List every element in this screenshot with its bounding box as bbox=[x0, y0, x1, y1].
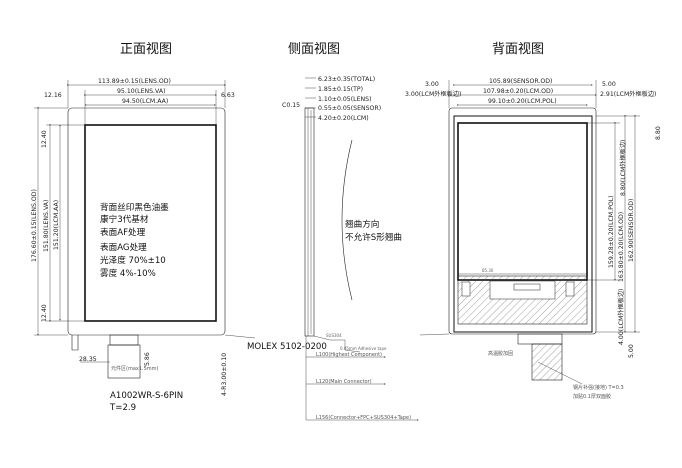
back-bottom-1: 4.00(LCM外框板边) bbox=[617, 289, 625, 345]
front-fpc-neck bbox=[109, 334, 139, 346]
dim-v-lens-od: 176.60±0.15(LENS.OD) bbox=[31, 189, 38, 262]
dim-fpc-height: 5.86 bbox=[144, 352, 151, 366]
side-sensor: 0.55±0.05(SENSOR) bbox=[318, 105, 381, 112]
stiffener-label-2: 加贴0.1厚双面胶 bbox=[573, 393, 611, 400]
side-tp: 1.85±0.15(TP) bbox=[318, 86, 363, 93]
dim-bottom-margin: 12.40 bbox=[41, 304, 48, 322]
back-stiffener bbox=[531, 343, 563, 381]
side-body bbox=[304, 107, 315, 337]
side-view: 6.23±0.35(TOTAL) 1.85±0.15(TP) 1.10±0.05… bbox=[282, 76, 419, 421]
dim-corner-radius: 4-R3.00±0.10 bbox=[221, 353, 228, 396]
front-view: 113.89±0.15(LENS.OD) 95.10(LENS.VA) 94.5… bbox=[31, 78, 327, 413]
hot-glue-label: 高温胶加固 bbox=[488, 350, 513, 357]
front-note-3: 表面AF处理 bbox=[100, 226, 146, 238]
front-note-6: 雾度 4%-10% bbox=[100, 267, 156, 279]
back-fpc-neck bbox=[517, 333, 563, 345]
part-number: A1002WR-S-6PIN bbox=[110, 391, 183, 401]
dim-top-margin: 12.40 bbox=[41, 130, 48, 148]
dim-l120: L120(Main Connector) bbox=[316, 379, 372, 385]
component-area-label: 元件区(max1.5mm) bbox=[111, 365, 159, 372]
back-polarizer bbox=[457, 122, 588, 281]
back-top-2: 8.80(LCM外框板边) bbox=[619, 140, 627, 196]
side-lens: 1.10±0.05(LENS) bbox=[318, 96, 371, 103]
dim-fpc-offset: 28.35 bbox=[79, 356, 97, 363]
dim-v-lens-va: 151.80(LENS.VA) bbox=[43, 200, 50, 252]
dim-right-offset: 6.63 bbox=[221, 92, 235, 99]
front-note-1: 背面丝印黑色油墨 bbox=[100, 201, 169, 213]
dim-left-offset: 12.16 bbox=[44, 92, 62, 99]
back-view-title: 背面视图 bbox=[492, 42, 544, 57]
stiffener-label-1: 钢片补强(接地) T=0.3 bbox=[573, 384, 624, 391]
dim-lcm-aa: 94.50(LCM.AA) bbox=[122, 98, 168, 105]
back-lcm-od: 107.98±0.20(LCM.OD) bbox=[483, 88, 553, 95]
back-right-off-1: 5.00 bbox=[602, 81, 616, 88]
dim-l100: L100(Highest Component) bbox=[316, 352, 382, 358]
front-note-5: 光泽度 70%±10 bbox=[100, 254, 166, 266]
front-fpc-board bbox=[107, 344, 141, 379]
adhesive-label: 0.05mm Adhesive tape bbox=[340, 346, 387, 351]
bend-note-1: 翘曲方向 bbox=[345, 218, 379, 230]
back-v-pol: 159.28±0.20(LCM.POL) bbox=[608, 195, 615, 268]
side-chamfer: C0.15 bbox=[282, 102, 300, 109]
side-lcm: 4.20±0.20(LCM) bbox=[318, 115, 369, 122]
back-lcm-pol: 99.10±0.20(LCM.POL) bbox=[488, 98, 557, 105]
hatch-dim: 85.30 bbox=[482, 268, 494, 273]
connector-label: MOLEX 5102-0200 bbox=[247, 342, 327, 352]
dim-lens-va: 95.10(LENS.VA) bbox=[117, 88, 166, 95]
back-view: 85.30 高温胶加固 钢片补强(接地) T=0.3 加贴0.1厚双面胶 105… bbox=[405, 78, 662, 400]
side-view-title: 侧面视图 bbox=[288, 42, 340, 57]
front-note-4: 表面AG处理 bbox=[100, 241, 147, 253]
front-lens-outline bbox=[67, 107, 226, 336]
back-top-1: 8.80 bbox=[655, 126, 662, 140]
back-lcm-frame bbox=[453, 115, 593, 333]
dim-l156: L156(Connector+FPC+SUS304+Tape) bbox=[316, 415, 411, 421]
dim-lens-od: 113.89±0.15(LENS.OD) bbox=[98, 78, 171, 85]
front-note-2: 康宁3代基材 bbox=[100, 213, 149, 225]
back-right-off-2: 2.91(LCM外框板边) bbox=[600, 90, 656, 98]
dim-v-lcm-aa: 151.20(LCM.AA) bbox=[53, 200, 60, 250]
side-total: 6.23±0.35(TOTAL) bbox=[318, 76, 375, 83]
sus-label: SUS304 bbox=[326, 333, 342, 338]
bend-direction-curve bbox=[341, 139, 353, 301]
front-viewing-area bbox=[84, 124, 217, 322]
back-v-sensor: 162.90(SENSOR.OD) bbox=[628, 199, 635, 262]
back-v-od: 163.80±0.20(LCM.OD) bbox=[618, 212, 625, 282]
back-bottom-2: 5.00 bbox=[628, 344, 635, 358]
bend-note-2: 不允许S形翘曲 bbox=[345, 231, 402, 243]
back-left-off-2: 3.00(LCM外框板边) bbox=[405, 90, 461, 98]
back-sensor-od: 105.89(SENSOR.OD) bbox=[489, 78, 552, 85]
part-thickness: T=2.9 bbox=[109, 403, 136, 413]
front-view-title: 正面视图 bbox=[120, 42, 172, 57]
back-left-off-1: 3.00 bbox=[425, 81, 439, 88]
